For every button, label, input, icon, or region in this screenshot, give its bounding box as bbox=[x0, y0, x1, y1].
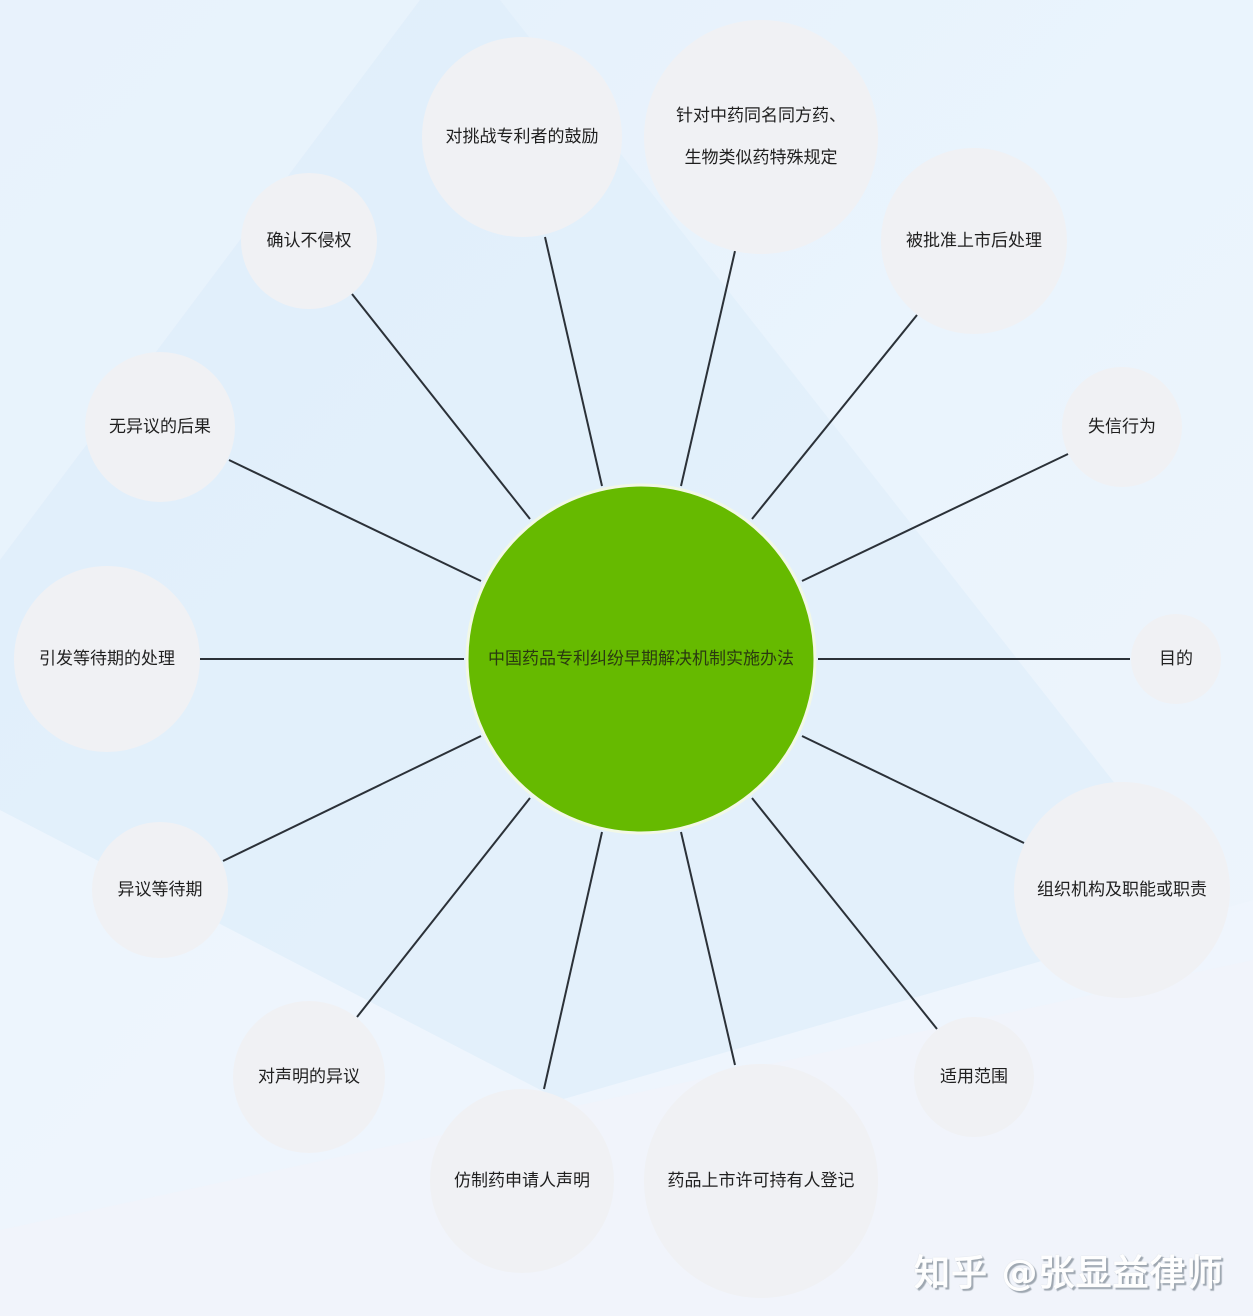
connector-line-objection-to-declaration bbox=[356, 797, 531, 1018]
central-topic[interactable]: 中国药品专利纠纷早期解决机制实施办法 bbox=[465, 483, 817, 835]
connector-lines bbox=[200, 236, 1130, 1090]
topic-node-generic-declaration[interactable]: 仿制药申请人声明 bbox=[430, 1089, 614, 1273]
topic-node-circle[interactable] bbox=[241, 173, 377, 309]
topic-node-label: 引发等待期的处理 bbox=[39, 649, 175, 669]
topic-node-circle[interactable] bbox=[92, 822, 228, 958]
topic-node-label: 失信行为 bbox=[1088, 417, 1156, 437]
connector-line-objection-waiting-period bbox=[222, 735, 482, 862]
connector-line-no-objection-consequence bbox=[228, 459, 482, 582]
topic-node-holder-registration[interactable]: 药品上市许可持有人登记 bbox=[644, 1064, 878, 1298]
topic-node-confirm-non-infringement[interactable]: 确认不侵权 bbox=[241, 173, 377, 309]
topic-node-circle[interactable] bbox=[1062, 367, 1182, 487]
topic-node-no-objection-consequence[interactable]: 无异议的后果 bbox=[85, 352, 235, 502]
topic-node-purpose[interactable]: 目的 bbox=[1131, 614, 1221, 704]
watermark: 知乎 @张显益律师 bbox=[914, 1253, 1224, 1294]
topic-node-objection-to-declaration[interactable]: 对声明的异议 bbox=[233, 1001, 385, 1153]
connector-line-confirm-non-infringement bbox=[351, 293, 531, 520]
topic-node-circle[interactable] bbox=[1131, 614, 1221, 704]
topic-node-scope[interactable]: 适用范围 bbox=[914, 1017, 1034, 1137]
topic-node-circle[interactable] bbox=[430, 1089, 614, 1273]
connector-line-generic-declaration bbox=[543, 831, 603, 1090]
topic-node-organization[interactable]: 组织机构及职能或职责 bbox=[1014, 782, 1230, 998]
topic-node-label: 对挑战专利者的鼓励 bbox=[446, 127, 599, 147]
topic-node-circle[interactable] bbox=[85, 352, 235, 502]
connector-line-scope bbox=[751, 797, 938, 1030]
topic-node-label: 组织机构及职能或职责 bbox=[1037, 880, 1207, 900]
connector-line-bad-faith-conduct bbox=[801, 453, 1069, 582]
topic-node-label: 无异议的后果 bbox=[109, 417, 211, 437]
topic-node-label: 适用范围 bbox=[940, 1067, 1008, 1087]
topic-node-bad-faith-conduct[interactable]: 失信行为 bbox=[1062, 367, 1182, 487]
topic-node-label: 被批准上市后处理 bbox=[906, 231, 1042, 251]
topic-node-circle[interactable] bbox=[644, 1064, 878, 1298]
topic-node-circle[interactable] bbox=[422, 37, 622, 237]
topic-node-circle[interactable] bbox=[881, 148, 1067, 334]
topic-node-label: 针对中药同名同方药、 bbox=[676, 106, 846, 126]
topic-node-label: 确认不侵权 bbox=[267, 231, 352, 251]
topic-node-circle[interactable] bbox=[914, 1017, 1034, 1137]
topic-node-waiting-period-handling[interactable]: 引发等待期的处理 bbox=[14, 566, 200, 752]
topic-node-post-approval-handling[interactable]: 被批准上市后处理 bbox=[881, 148, 1067, 334]
topic-node-patent-challenger-incentive[interactable]: 对挑战专利者的鼓励 bbox=[422, 37, 622, 237]
topic-node-circle[interactable] bbox=[1014, 782, 1230, 998]
topic-node-label: 对声明的异议 bbox=[258, 1067, 360, 1087]
connector-line-organization bbox=[801, 735, 1025, 844]
topic-node-tcm-biosimilar-rules[interactable]: 针对中药同名同方药、生物类似药特殊规定 bbox=[644, 20, 878, 254]
topic-node-objection-waiting-period[interactable]: 异议等待期 bbox=[92, 822, 228, 958]
connector-line-tcm-biosimilar-rules bbox=[680, 250, 736, 487]
connector-line-post-approval-handling bbox=[751, 314, 918, 520]
topic-node-label: 生物类似药特殊规定 bbox=[685, 148, 838, 168]
topic-node-label: 药品上市许可持有人登记 bbox=[668, 1171, 855, 1191]
connector-line-patent-challenger-incentive bbox=[544, 236, 603, 487]
connector-line-holder-registration bbox=[680, 831, 736, 1066]
central-topic-label: 中国药品专利纠纷早期解决机制实施办法 bbox=[488, 649, 794, 669]
topic-node-circle[interactable] bbox=[14, 566, 200, 752]
topic-node-circle[interactable] bbox=[644, 20, 878, 254]
topic-node-circle[interactable] bbox=[233, 1001, 385, 1153]
topic-node-label: 异议等待期 bbox=[118, 880, 203, 900]
central-topic-circle[interactable] bbox=[465, 483, 817, 835]
topic-node-label: 目的 bbox=[1159, 649, 1193, 669]
topic-node-label: 仿制药申请人声明 bbox=[454, 1171, 590, 1191]
